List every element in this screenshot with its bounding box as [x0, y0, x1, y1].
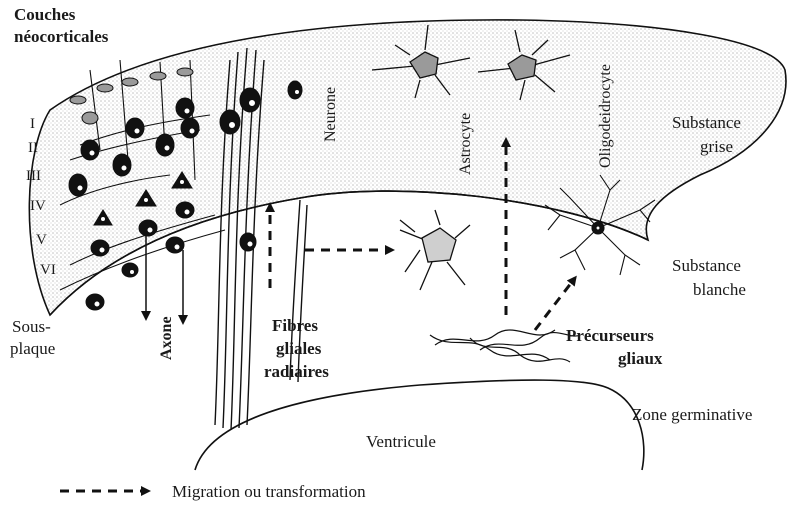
title-line-1: Couches [14, 5, 76, 24]
arrow-to-oligodendrocyte [535, 278, 575, 330]
legend-text: Migration ou transformation [172, 482, 366, 501]
layer-label-5: V [36, 232, 47, 248]
glial-precursor-fibres [430, 330, 580, 362]
white-matter-glial-cell [400, 210, 470, 290]
layer-label-3: III [26, 168, 41, 184]
radial-glia-label-2: gliales [276, 339, 322, 358]
ventricle-label: Ventricule [366, 432, 436, 451]
layer-label-2: II [28, 140, 38, 156]
layer-label-4: IV [30, 198, 46, 214]
neurone-label: Neurone [322, 87, 339, 142]
white-matter-label-1: Substance [672, 256, 741, 275]
glial-precursors-label-1: Précurseurs [566, 326, 654, 345]
white-matter-label-2: blanche [693, 280, 746, 299]
astrocyte-label: Astrocyte [457, 113, 474, 175]
ventricle-shape [195, 380, 644, 470]
grey-matter-label-2: grise [700, 137, 733, 156]
subplate-label-2: plaque [10, 339, 55, 358]
germinal-zone-label: Zone germinative [632, 405, 752, 424]
radial-glia-label-3: radiaires [264, 362, 329, 381]
layer-label-6: VI [40, 262, 56, 278]
subplate-label-1: Sous- [12, 317, 51, 336]
grey-matter-label-1: Substance [672, 113, 741, 132]
layer-label-1: I [30, 116, 35, 132]
oligodendrocyte-label: Oligodeidrocyte [597, 64, 614, 168]
glial-precursors-label-2: gliaux [618, 349, 663, 368]
axon-label: Axone [158, 316, 175, 360]
radial-glia-label-1: Fibres [272, 316, 318, 335]
title-line-2: néocorticales [14, 27, 109, 46]
